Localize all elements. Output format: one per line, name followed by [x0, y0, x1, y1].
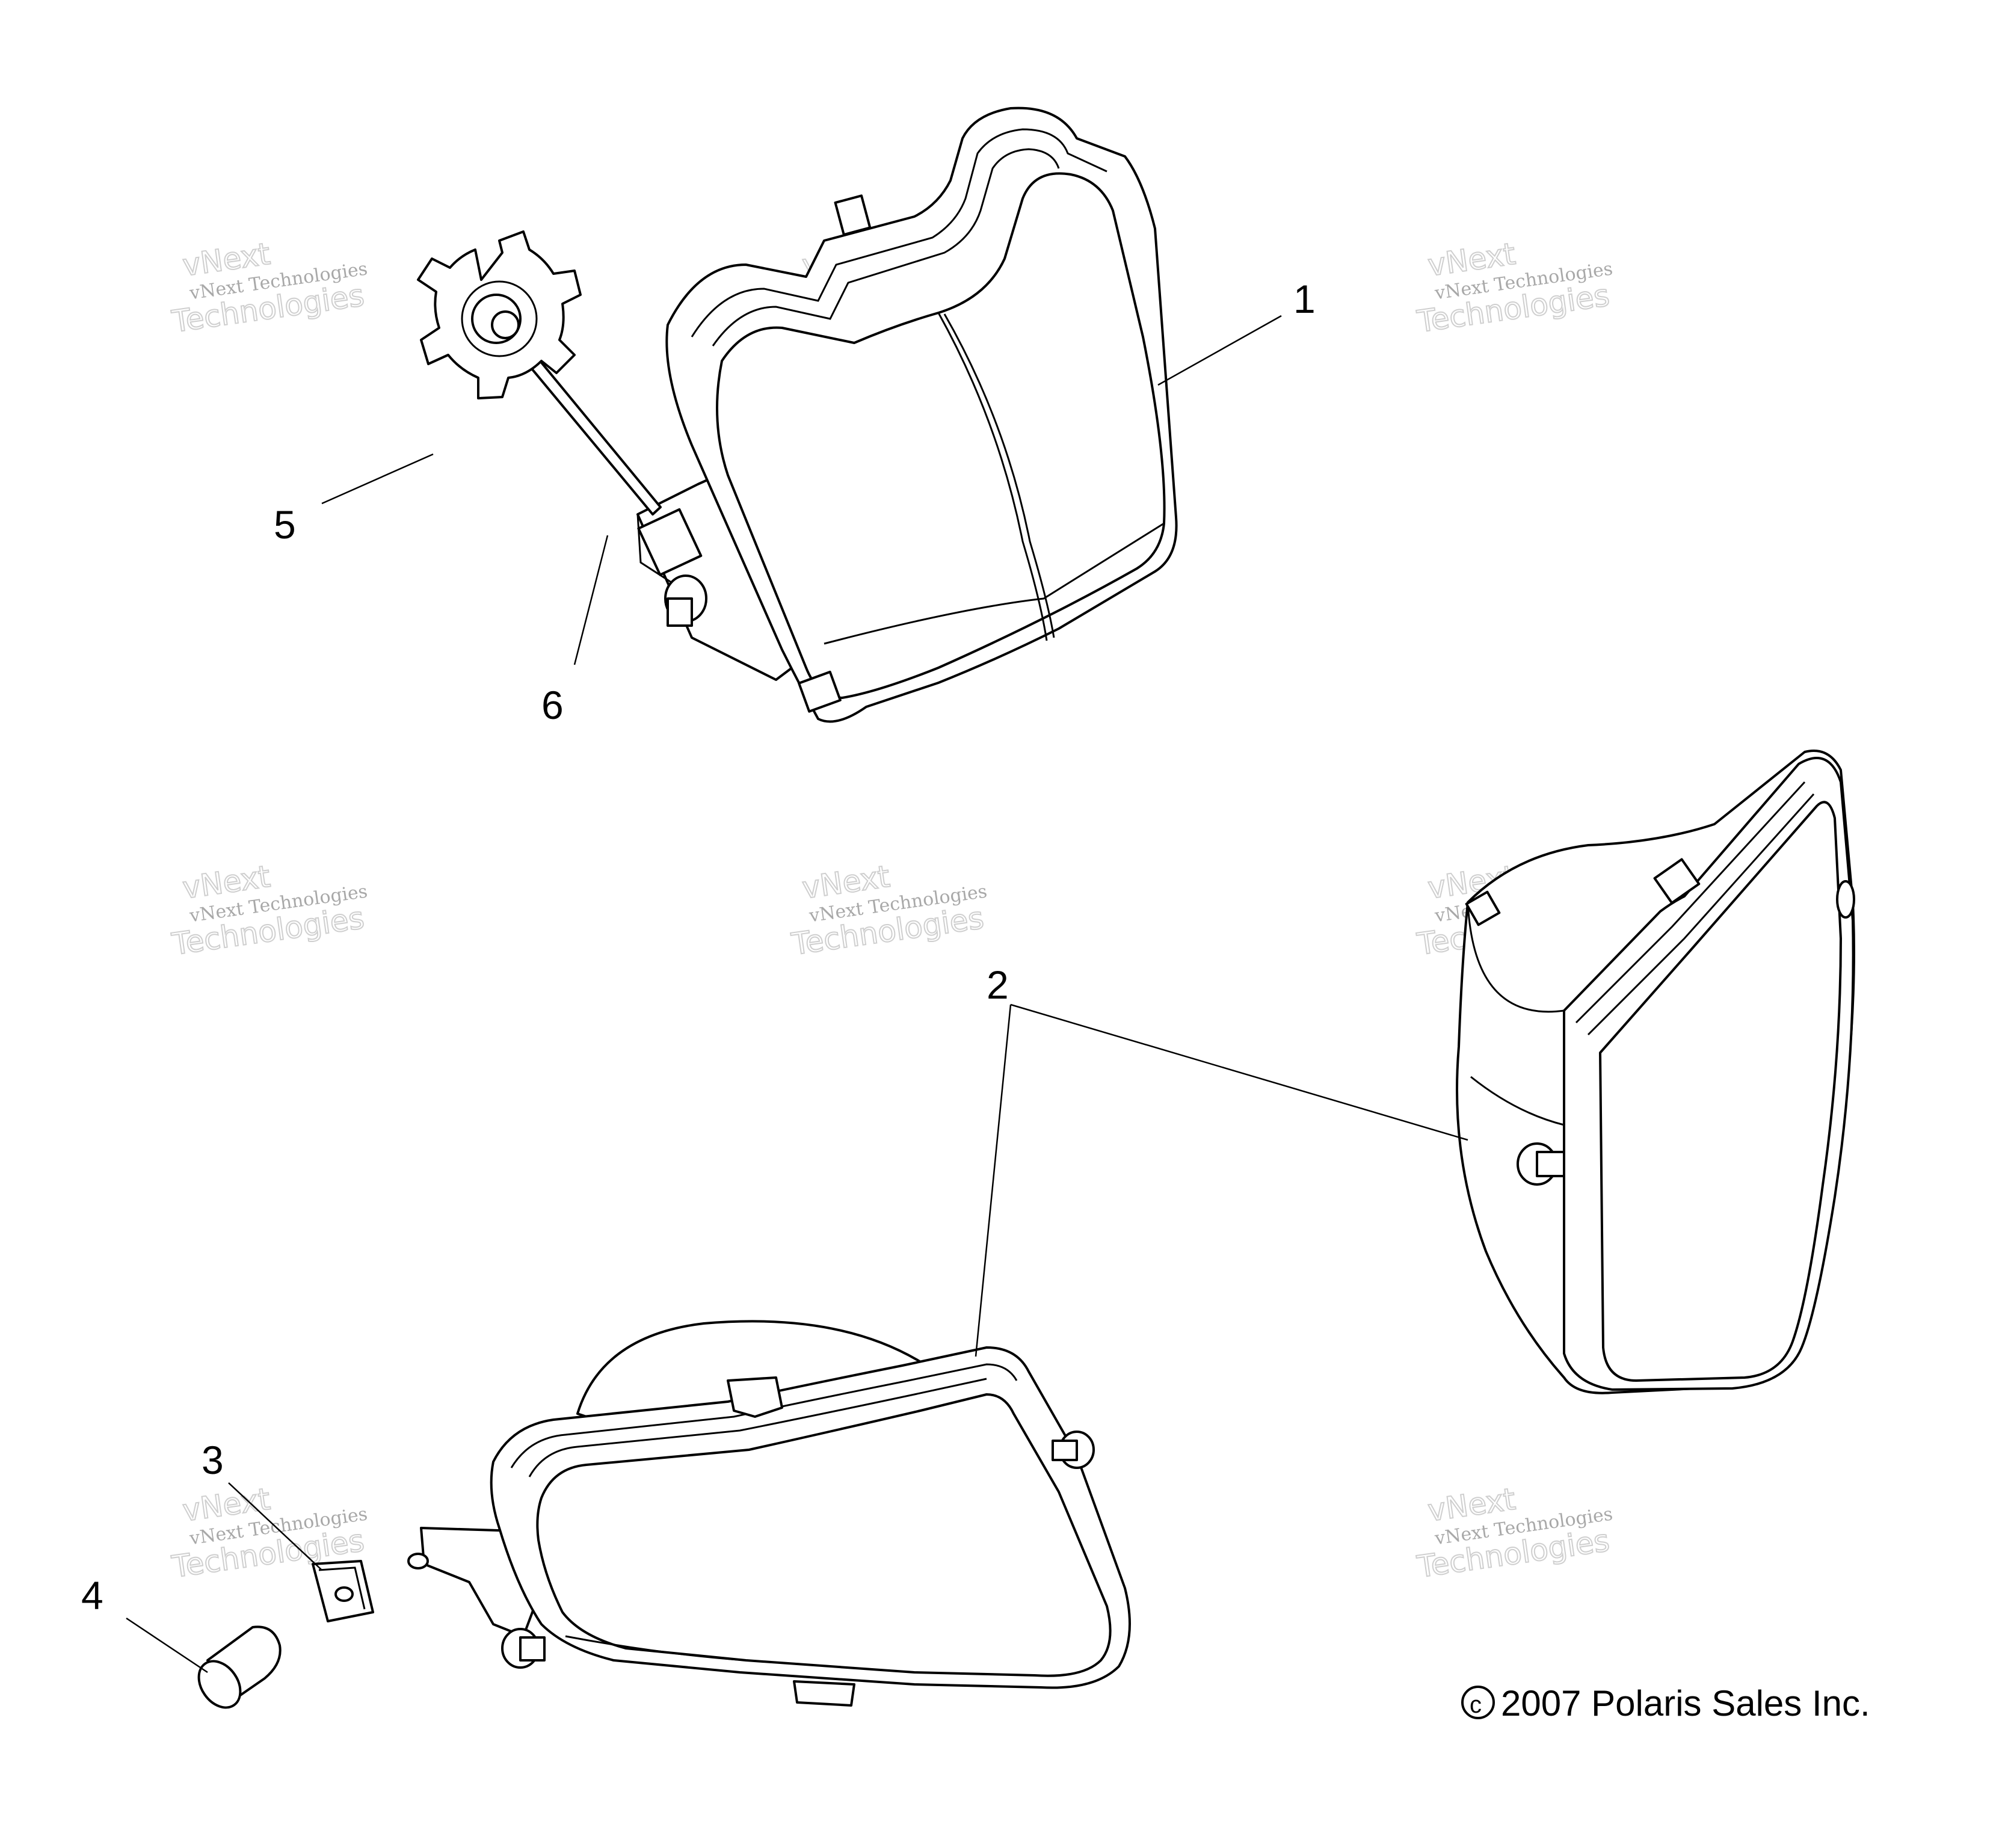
- leader-5: [321, 453, 434, 505]
- callout-6: 6: [541, 683, 564, 727]
- lens-lower-band: [824, 522, 1165, 645]
- adjuster-gear: [417, 230, 582, 399]
- bottom-lens: [536, 1393, 1112, 1677]
- bottom-lower-edge: [565, 1635, 747, 1662]
- headlight-assembly-bottom: [407, 1320, 1131, 1707]
- bottom-rim-line-2: [528, 1378, 987, 1477]
- headlight-assembly-right: [1456, 750, 1855, 1394]
- right-rim-line-2: [1587, 793, 1815, 1036]
- rim-line-2: [712, 148, 1060, 346]
- bottom-rim-line-1: [510, 1363, 1018, 1468]
- gear-hub-outer: [461, 280, 538, 357]
- leader-2a: [975, 1004, 1012, 1357]
- lens-seam-2: [943, 313, 1055, 638]
- adjuster-stem: [667, 597, 693, 627]
- bolt-head: [197, 1660, 242, 1709]
- bottom-rear-stem: [1052, 1440, 1078, 1461]
- watermark: vNext vNext Technologies Technologies: [789, 858, 988, 962]
- callout-labels: 1 2 3 4 5 6: [81, 277, 1316, 1618]
- top-clip: [834, 194, 872, 236]
- right-top-clip: [1653, 858, 1701, 904]
- copyright-text: 2007 Polaris Sales Inc.: [1501, 1683, 1870, 1723]
- nut-clip-hole: [334, 1586, 354, 1602]
- lens-seam: [937, 312, 1048, 641]
- bracket-tab: [637, 508, 703, 576]
- watermark: vNext vNext Technologies Technologies: [1414, 1481, 1614, 1585]
- copyright-symbol: c: [1470, 1692, 1482, 1718]
- copyright-circle: [1461, 1686, 1495, 1719]
- callout-4: 4: [81, 1573, 103, 1618]
- bolt: [197, 1625, 282, 1709]
- leader-1: [1157, 315, 1282, 386]
- bracket-hole: [407, 1553, 429, 1569]
- copyright-notice: c 2007 Polaris Sales Inc.: [1461, 1683, 1870, 1723]
- callout-5: 5: [274, 502, 296, 547]
- right-side-clip: [1465, 890, 1501, 926]
- right-lens: [1599, 801, 1842, 1382]
- lens-face: [716, 172, 1166, 699]
- right-adjuster-stem: [1536, 1151, 1565, 1177]
- right-back-edge: [1467, 902, 1565, 1013]
- watermark: vNext vNext Technologies Technologies: [169, 236, 369, 340]
- callout-1: 1: [1293, 277, 1316, 321]
- right-rear-pin: [1836, 880, 1855, 919]
- bottom-top-clip: [727, 1376, 783, 1418]
- watermark: vNext vNext Technologies Technologies: [1414, 236, 1614, 340]
- right-rim-line-1: [1575, 781, 1806, 1024]
- callout-3: 3: [202, 1438, 224, 1482]
- leader-4: [126, 1617, 208, 1674]
- nut-clip-edge: [318, 1566, 366, 1610]
- gear-bore: [491, 310, 520, 339]
- bottom-clip: [798, 670, 842, 713]
- bottom-underside-clip: [793, 1680, 855, 1707]
- headlight-housing-top: [636, 106, 1178, 723]
- callout-2: 2: [987, 962, 1009, 1007]
- nut-clip: [312, 1560, 374, 1622]
- leader-lines: [126, 315, 1468, 1674]
- leader-6: [573, 535, 609, 665]
- leader-3: [228, 1482, 322, 1571]
- right-back-edge-2: [1470, 1076, 1565, 1126]
- rim-line-1: [691, 128, 1107, 337]
- bottom-adjuster-stem: [519, 1636, 546, 1662]
- watermark: vNext vNext Technologies Technologies: [169, 858, 369, 962]
- leader-2b: [1010, 1003, 1468, 1141]
